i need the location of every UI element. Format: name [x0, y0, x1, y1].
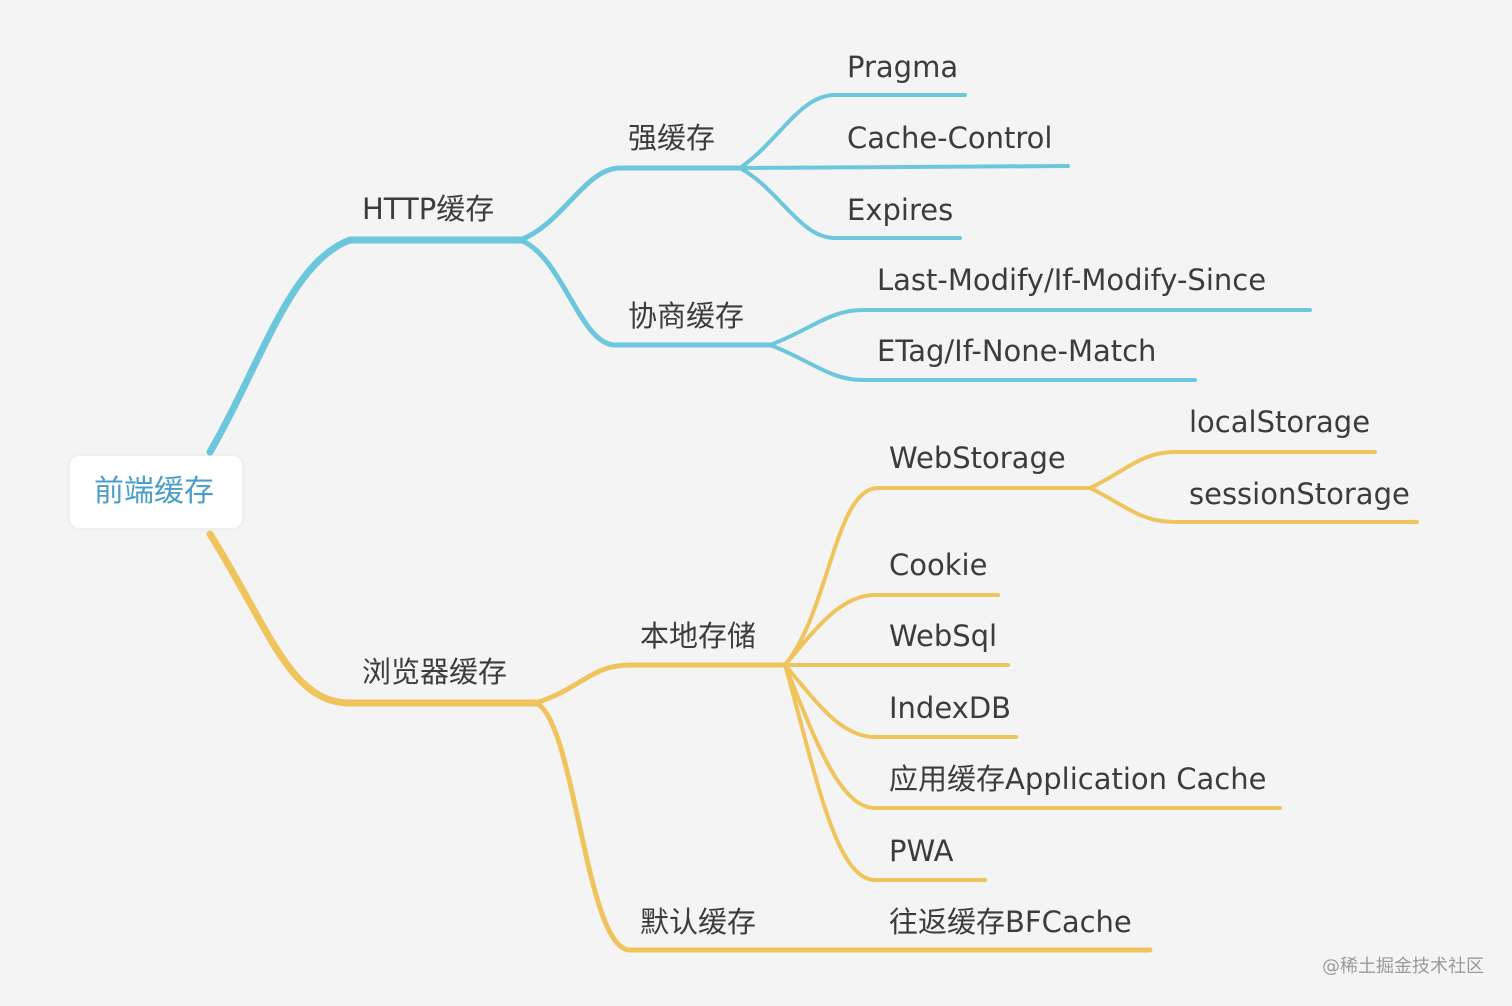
root-node: [70, 456, 242, 528]
root-node-label: 前端缓存: [94, 474, 214, 509]
node-http-cache: HTTP缓存: [362, 192, 495, 226]
node-sessionstorage: sessionStorage: [1189, 477, 1410, 511]
link-root-http: [206, 236, 524, 456]
node-websql: WebSql: [889, 619, 998, 653]
link-webstorage-local: [1088, 450, 1377, 490]
link-negotiate-etag: [768, 343, 1197, 382]
link-strong-cache-control: [738, 164, 1070, 170]
link-http-strong: [517, 165, 743, 243]
node-cookie: Cookie: [889, 548, 988, 582]
node-browser-cache: 浏览器缓存: [362, 655, 508, 689]
node-strong-cache: 强缓存: [628, 121, 716, 155]
node-local-storage: 本地存储: [640, 619, 757, 653]
link-local-webstorage: [783, 486, 1092, 667]
link-http-negotiate: [517, 237, 773, 348]
watermark: @稀土掘金技术社区: [1322, 956, 1484, 977]
node-cache-control: Cache-Control: [847, 121, 1053, 155]
link-webstorage-session: [1088, 486, 1419, 524]
node-last-modify: Last-Modify/If-Modify-Since: [877, 263, 1267, 297]
node-pwa: PWA: [889, 834, 954, 868]
link-negotiate-last-modify: [768, 308, 1312, 347]
link-browser-default: [532, 700, 1153, 953]
link-root-browser: [206, 530, 539, 707]
node-appcache: 应用缓存Application Cache: [889, 762, 1267, 796]
node-localstorage: localStorage: [1189, 405, 1371, 439]
link-local-cookie: [783, 593, 1000, 667]
node-bfcache: 往返缓存BFCache: [889, 905, 1132, 939]
link-local-pwa: [783, 663, 987, 882]
node-negotiate-cache: 协商缓存: [628, 299, 745, 333]
link-strong-pragma: [738, 93, 967, 170]
node-pragma: Pragma: [847, 50, 959, 84]
link-local-appcache: [783, 663, 1282, 810]
node-default-cache: 默认缓存: [640, 905, 757, 939]
node-expires: Expires: [847, 193, 954, 227]
node-indexdb: IndexDB: [889, 691, 1012, 725]
node-webstorage: WebStorage: [889, 441, 1066, 475]
node-etag: ETag/If-None-Match: [877, 334, 1157, 368]
link-browser-local: [532, 662, 788, 706]
link-local-indexdb: [783, 663, 1018, 739]
link-strong-expires: [738, 166, 962, 240]
